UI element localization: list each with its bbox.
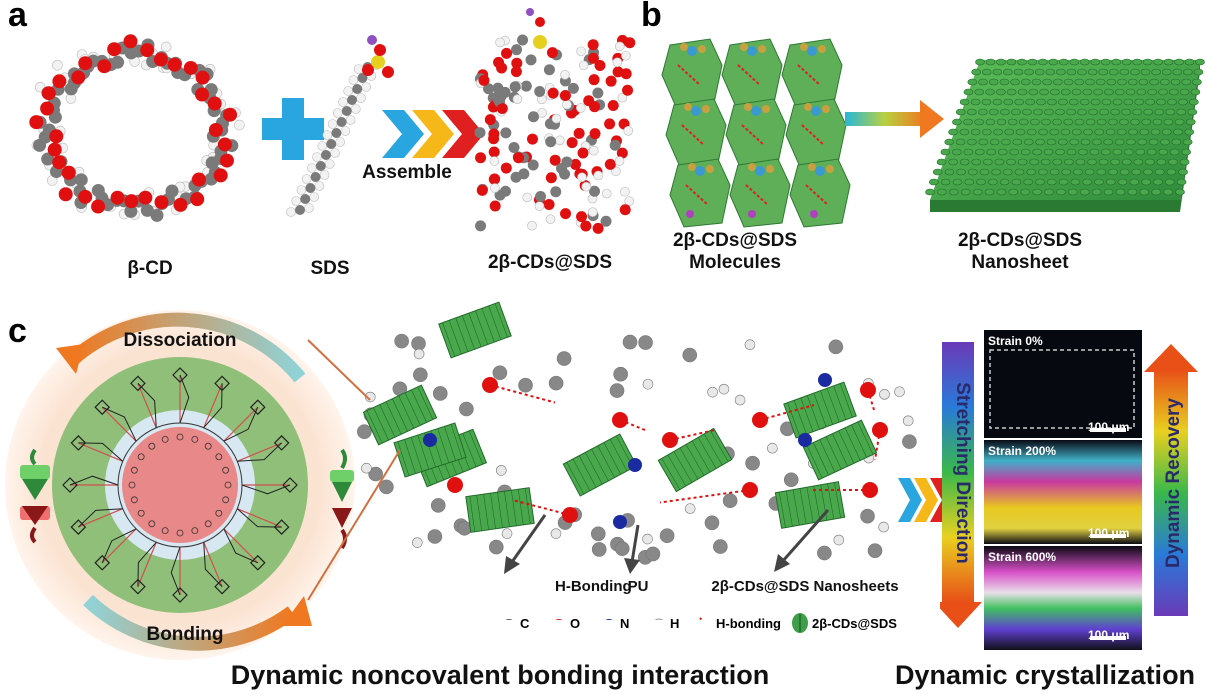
sds-molecule (286, 35, 394, 217)
legend-text-cds: 2β-CDs@SDS (812, 616, 897, 631)
assemble-chevrons-icon (382, 110, 484, 158)
legend-text-n: N (620, 616, 630, 631)
legend-text-o: O (570, 616, 581, 631)
legend-text-hbond: H-bonding (716, 616, 781, 631)
nanosheet-label: 2β-CDs@SDS Nanosheet (920, 230, 1120, 274)
micrograph-strain-0 (984, 330, 1142, 438)
legend-carbon-icon (505, 619, 513, 620)
micrograph-strain-600 (984, 546, 1142, 650)
micrograph-panel (940, 330, 1198, 650)
legend-symbols (505, 617, 704, 620)
recovery-arrow-icon (1144, 344, 1198, 372)
panel-b-graphic (661, 38, 1205, 228)
stretching-direction-bar (942, 342, 974, 602)
stretch-left-icon (20, 448, 50, 544)
panel-a-graphic (29, 8, 636, 234)
bonding-label: Bonding (146, 624, 224, 645)
dynamic-recovery-label: Dynamic Recovery (1163, 397, 1184, 569)
stretching-arrow-icon (940, 602, 982, 628)
pu-callout: PU (627, 578, 649, 595)
beta-cd-molecule (29, 34, 245, 222)
beta-cd-label: β-CD (127, 258, 173, 279)
sds-core (122, 427, 238, 543)
dissociation-label: Dissociation (123, 330, 237, 351)
stretching-direction-label: Stretching Direction (952, 382, 973, 564)
molecules-label: 2β-CDs@SDS Molecules (650, 230, 820, 274)
caption-right: Dynamic crystallization (894, 660, 1196, 690)
plus-icon (262, 98, 324, 160)
legend-oxygen-icon (555, 619, 563, 620)
bonding-circle-diagram (5, 310, 355, 660)
micrograph-strain-200 (984, 440, 1142, 544)
legend-text-c: C (520, 616, 530, 631)
bonding-arrow (83, 594, 297, 651)
molecule-grid (661, 38, 851, 228)
product-molecule-cluster (474, 8, 636, 234)
sds-label: SDS (310, 258, 350, 279)
legend-hbond-icon (699, 617, 704, 620)
nanosheets-callout: 2β-CDs@SDS Nanosheets (711, 578, 899, 595)
micrograph-0-scale-text: 100 μm (1088, 420, 1130, 434)
micrograph-600-strain-text: Strain 600% (988, 550, 1057, 564)
dissociation-arrow (67, 312, 306, 383)
transform-arrow-icon (845, 100, 944, 138)
hbond-network (62, 367, 298, 603)
micrograph-200-strain-text: Strain 200% (988, 444, 1057, 458)
panel-b-letter: b (641, 0, 662, 34)
product-label: 2β-CDs@SDS (487, 252, 613, 273)
caption-left: Dynamic noncovalent bonding interaction (230, 660, 770, 690)
panel-a-letter: a (8, 0, 27, 34)
micrograph-600-scale-text: 100 μm (1088, 628, 1130, 642)
h-bonding-callout: H-Bonding (555, 578, 632, 595)
legend-hydrogen-icon (654, 618, 664, 620)
legend-text-h: H (670, 616, 680, 631)
micrograph-200-scale-text: 100 μm (1088, 526, 1130, 540)
molecules-label-line2: Molecules (689, 252, 781, 273)
stretch-right-icon (330, 448, 354, 550)
nanosheet-label-line2: Nanosheet (971, 252, 1069, 273)
dynamic-recovery-bar (1154, 370, 1188, 616)
nanosheet (925, 58, 1205, 212)
panel-c-letter: c (8, 312, 27, 350)
legend-nitrogen-icon (605, 619, 613, 620)
pu-network-graphic (307, 301, 917, 620)
micrograph-0-strain-text: Strain 0% (988, 334, 1043, 348)
legend-cds-icon (792, 613, 808, 633)
assemble-label: Assemble (362, 162, 452, 183)
nanosheet-label-line1: 2β-CDs@SDS (957, 230, 1083, 251)
molecules-label-line1: 2β-CDs@SDS (672, 230, 798, 251)
